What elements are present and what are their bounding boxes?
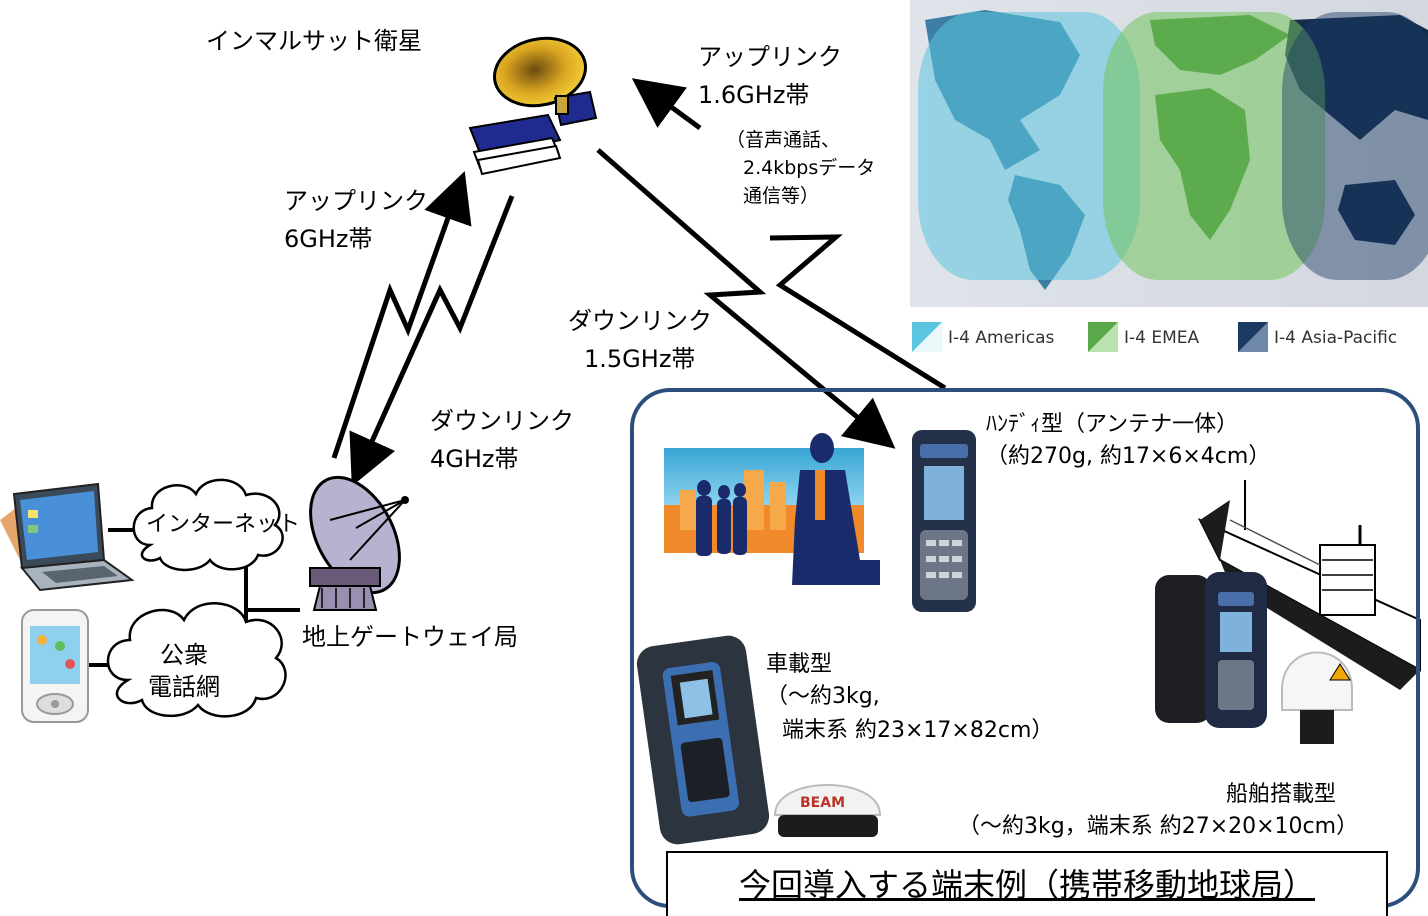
gateway-antenna-icon — [309, 475, 409, 611]
coverage-map — [910, 0, 1428, 307]
legend-label-emea: I-4 EMEA — [1124, 328, 1200, 348]
pstn-label-line1: 公衆 — [160, 641, 208, 669]
legend-label-americas: I-4 Americas — [948, 328, 1055, 348]
map-asia — [1285, 15, 1428, 140]
pstn-label-line2: 電話網 — [148, 673, 220, 701]
handheld-label-line1: ﾊﾝﾃﾞｨ型（アンテナ一体） — [986, 412, 1239, 437]
uplink-terminal-arrow — [631, 78, 702, 131]
downlink-terminal-link — [596, 148, 896, 449]
satellite-label: インマルサット衛星 — [206, 27, 422, 55]
uplink-terminal-label-line2: 1.6GHz帯 — [698, 81, 810, 109]
ship-terminal-image — [1155, 572, 1353, 744]
pstn-cloud — [106, 602, 287, 718]
vehicle-label-line1: 車載型 — [766, 652, 833, 677]
laptop-icon — [0, 482, 135, 592]
uplink-gateway-label-line2: 6GHz帯 — [284, 225, 373, 253]
handheld-usage-illustration — [664, 433, 880, 585]
coverage-legend — [912, 322, 1268, 352]
vehicle-label-line2: （～約3kg, — [766, 684, 880, 709]
downlink-terminal-label-line2: 1.5GHz帯 — [584, 345, 696, 373]
uplink-gateway-label-line1: アップリンク — [284, 187, 428, 215]
ship-label-line1: 船舶搭載型 — [1226, 782, 1337, 807]
caption-title: 今回導入する端末例（携帯移動地球局） — [738, 866, 1315, 904]
downlink-gateway-link — [349, 195, 515, 487]
coverage-americas — [918, 12, 1140, 280]
caption-box: 今回導入する端末例（携帯移動地球局） — [666, 851, 1388, 916]
uplink-gateway-link — [331, 171, 472, 459]
beam-logo: BEAM — [800, 795, 846, 811]
downlink-gateway-label-line2: 4GHz帯 — [430, 445, 519, 473]
uplink-terminal-link — [769, 234, 947, 391]
vehicle-label-line3: 端末系 約23×17×82cm） — [782, 718, 1054, 743]
uplink-note-line1: （音声通話、 — [726, 129, 841, 151]
uplink-note-line2: 2.4kbpsデータ — [743, 157, 876, 179]
downlink-terminal-label-line1: ダウンリンク — [568, 307, 712, 335]
uplink-terminal-label-line1: アップリンク — [698, 43, 842, 71]
internet-cloud — [132, 478, 284, 572]
map-australia — [1338, 180, 1415, 245]
coverage-emea — [1103, 12, 1325, 280]
ship-label-line2: （～約3kg，端末系 約27×20×10cm） — [958, 814, 1359, 839]
satellite-icon — [468, 36, 598, 176]
gateway-station-label: 地上ゲートウェイ局 — [302, 623, 518, 651]
coverage-asia-pacific — [1282, 12, 1428, 280]
handheld-terminal-image — [912, 430, 976, 612]
internet-label: インターネット — [146, 512, 301, 537]
ship-illustration — [1197, 480, 1421, 690]
downlink-gateway-label-line1: ダウンリンク — [430, 407, 574, 435]
smartphone-icon — [21, 609, 89, 723]
uplink-note-line3: 通信等） — [743, 185, 820, 207]
handheld-label-line2: （約270g, 約17×6×4cm） — [986, 444, 1271, 469]
legend-label-asia-pacific: I-4 Asia-Pacific — [1274, 328, 1398, 348]
vehicle-terminal-image — [636, 635, 882, 845]
